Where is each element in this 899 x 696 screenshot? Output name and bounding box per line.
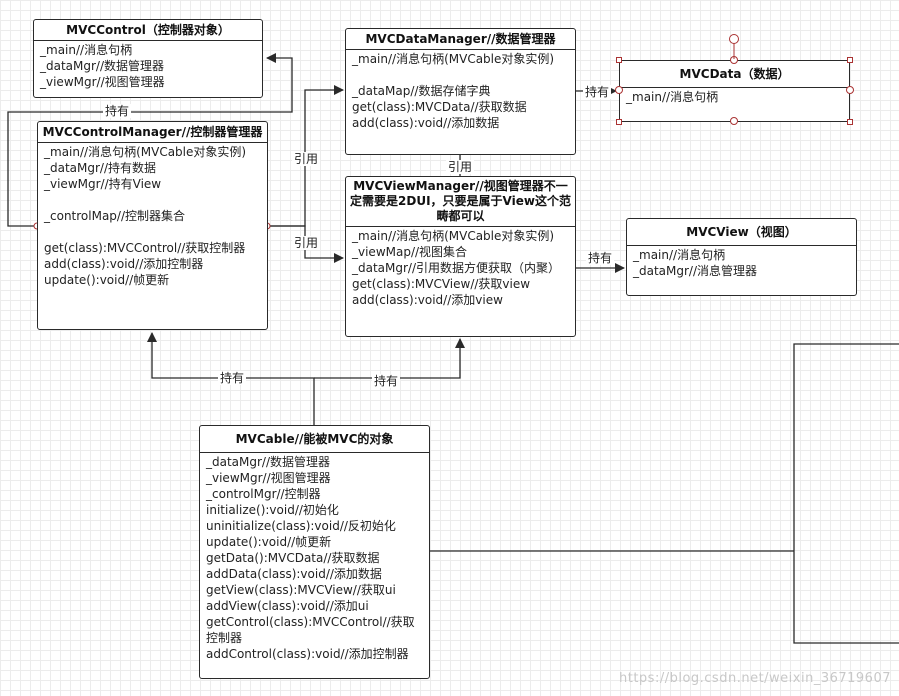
mvc-data-members: _main//消息句柄 — [620, 88, 849, 106]
mvc-view-manager-members: _main//消息句柄(MVCable对象实例) _viewMap//视图集合 … — [346, 227, 575, 309]
member-line: add(class):void//添加view — [352, 293, 503, 307]
resize-handle[interactable] — [847, 57, 853, 63]
mvc-data-manager-title: MVCDataManager//数据管理器 — [346, 29, 575, 50]
mvc-view-class-box[interactable]: MVCView（视图） _main//消息句柄 _dataMgr//消息管理器 — [626, 218, 857, 296]
mvc-cable-members: _dataMgr//数据管理器 _viewMgr//视图管理器 _control… — [200, 453, 429, 663]
member-line: update():void//帧更新 — [206, 535, 332, 549]
connection-point[interactable] — [846, 86, 854, 94]
member-line: add(class):void//添加控制器 — [44, 257, 204, 271]
mvc-control-title: MVCControl（控制器对象） — [34, 20, 262, 41]
member-line: update():void//帧更新 — [44, 273, 170, 287]
resize-handle[interactable] — [847, 119, 853, 125]
member-line: _dataMgr//数据管理器 — [40, 59, 165, 73]
connector-cable-hold-vm — [314, 338, 465, 379]
mvc-control-members: _main//消息句柄 _dataMgr//数据管理器 _viewMgr//视图… — [34, 41, 262, 91]
connector-label-cable-hold-vm: 持有 — [372, 374, 401, 388]
member-line: _main//消息句柄(MVCable对象实例) — [352, 229, 555, 243]
spacer — [44, 192, 261, 208]
mvc-data-title: MVCData（数据） — [620, 61, 849, 88]
member-line: getView(class):MVCView//获取ui — [206, 583, 396, 597]
member-line: _main//消息句柄 — [40, 43, 133, 57]
mvc-data-manager-members: _main//消息句柄(MVCable对象实例) _dataMap//数据存储字… — [346, 50, 575, 132]
rotate-handle[interactable] — [728, 33, 740, 59]
watermark-text: https://blog.csdn.net/weixin_36719607 — [618, 671, 891, 686]
member-line: _viewMgr//视图管理器 — [40, 75, 165, 89]
member-line: _viewMap//视图集合 — [352, 245, 468, 259]
member-line: _dataMgr//数据管理器 — [206, 455, 331, 469]
connector-label-hold-control: 持有 — [103, 104, 132, 118]
mvc-view-manager-class-box[interactable]: MVCViewManager//视图管理器不一定需要是2DUI，只要是属于Vie… — [345, 176, 576, 337]
spacer — [352, 67, 569, 83]
mvc-control-manager-class-box[interactable]: MVCControlManager//控制器管理器 _main//消息句柄(MV… — [37, 121, 268, 330]
member-line: _dataMgr//引用数据方便获取（内聚） — [352, 261, 561, 275]
connector-label-ref-view: 引用 — [292, 236, 321, 250]
member-line: _viewMgr//持有View — [44, 177, 162, 191]
member-line: _dataMgr//持有数据 — [44, 161, 157, 175]
member-line: getData():MVCData//获取数据 — [206, 551, 380, 565]
member-line: _main//消息句柄(MVCable对象实例) — [352, 52, 555, 66]
mvc-cable-class-box[interactable]: MVCable//能被MVC的对象 _dataMgr//数据管理器 _viewM… — [199, 425, 430, 679]
connection-point[interactable] — [730, 117, 738, 125]
mvc-control-manager-members: _main//消息句柄(MVCable对象实例) _dataMgr//持有数据 … — [38, 143, 267, 289]
member-line: _main//消息句柄 — [626, 90, 719, 104]
mvc-view-members: _main//消息句柄 _dataMgr//消息管理器 — [627, 246, 856, 280]
member-line: getControl(class):MVCControl//获取控制器 — [206, 615, 415, 645]
connector-label-ref-dm-vm: 引用 — [446, 160, 475, 174]
member-line: _dataMap//数据存储字典 — [352, 84, 491, 98]
connector-label-cable-hold-cm: 持有 — [218, 371, 247, 385]
mvc-view-title: MVCView（视图） — [627, 219, 856, 246]
mvc-data-class-box[interactable]: MVCData（数据） _main//消息句柄 — [619, 60, 850, 122]
connector-label-hold-view: 持有 — [586, 251, 615, 265]
connection-point[interactable] — [615, 86, 623, 94]
spacer — [44, 224, 261, 240]
member-line: addView(class):void//添加ui — [206, 599, 369, 613]
connector-hold-control — [7, 53, 293, 227]
connector-label-hold-data: 持有 — [583, 85, 612, 99]
offscreen-box-outline — [793, 343, 899, 644]
connector-label-ref-data: 引用 — [292, 152, 321, 166]
member-line: get(class):MVCView//获取view — [352, 277, 531, 291]
mvc-view-manager-title: MVCViewManager//视图管理器不一定需要是2DUI，只要是属于Vie… — [346, 177, 575, 227]
member-line: _viewMgr//视图管理器 — [206, 471, 331, 485]
resize-handle[interactable] — [616, 119, 622, 125]
member-line: get(class):MVCControl//获取控制器 — [44, 241, 246, 255]
member-line: _controlMgr//控制器 — [206, 487, 321, 501]
member-line: _main//消息句柄 — [633, 248, 726, 262]
member-line: _controlMap//控制器集合 — [44, 209, 186, 223]
member-line: _dataMgr//消息管理器 — [633, 264, 758, 278]
mvc-cable-title: MVCable//能被MVC的对象 — [200, 426, 429, 453]
mvc-control-class-box[interactable]: MVCControl（控制器对象） _main//消息句柄 _dataMgr//… — [33, 19, 263, 98]
member-line: addControl(class):void//添加控制器 — [206, 647, 409, 661]
member-line: get(class):MVCData//获取数据 — [352, 100, 527, 114]
member-line: addData(class):void//添加数据 — [206, 567, 382, 581]
member-line: add(class):void//添加数据 — [352, 116, 500, 130]
resize-handle[interactable] — [616, 57, 622, 63]
mvc-data-manager-class-box[interactable]: MVCDataManager//数据管理器 _main//消息句柄(MVCabl… — [345, 28, 576, 155]
member-line: _main//消息句柄(MVCable对象实例) — [44, 145, 247, 159]
member-line: uninitialize(class):void//反初始化 — [206, 519, 396, 533]
member-line: initialize():void//初始化 — [206, 503, 339, 517]
mvc-control-manager-title: MVCControlManager//控制器管理器 — [38, 122, 267, 143]
